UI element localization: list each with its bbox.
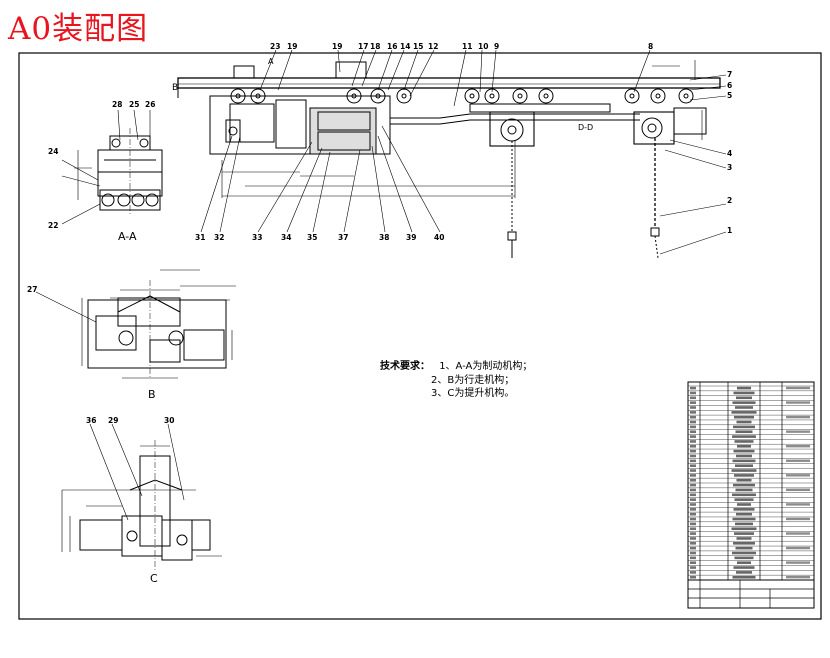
drawing-title: A0装配图 (8, 11, 149, 47)
balloon-32: 32 (214, 233, 224, 242)
tech-req-heading: 技术要求： (380, 361, 430, 372)
section-aa-view (61, 109, 163, 225)
main-rail-view (177, 60, 721, 259)
balloon-16: 16 (387, 42, 397, 51)
leader-lines-bottom (200, 125, 441, 233)
label-cut-a: A (268, 57, 274, 66)
balloon-8: 8 (648, 42, 653, 51)
balloon-37: 37 (338, 233, 348, 242)
balloon-18: 18 (370, 42, 380, 51)
balloon-2: 2 (727, 196, 732, 205)
tech-req-line-2: 2、B为行走机构； (431, 375, 515, 386)
label-view-b: B (148, 388, 156, 401)
tech-req-line-3: 3、C为提升机构。 (431, 388, 515, 399)
label-cut-b: B (172, 83, 178, 93)
balloon-36: 36 (86, 416, 96, 425)
balloon-5: 5 (727, 91, 732, 100)
parts-list-rows (688, 385, 814, 576)
balloon-4: 4 (727, 149, 732, 158)
view-c (61, 423, 222, 572)
balloon-34: 34 (281, 233, 291, 242)
balloon-1: 1 (727, 226, 732, 235)
balloon-25: 25 (129, 100, 139, 109)
balloon-28: 28 (112, 100, 122, 109)
balloon-14: 14 (400, 42, 410, 51)
balloon-23: 23 (270, 42, 280, 51)
balloon-19b: 19 (332, 42, 342, 51)
balloon-29: 29 (108, 416, 118, 425)
balloon-19a: 19 (287, 42, 297, 51)
balloon-22: 22 (48, 221, 58, 230)
view-b (35, 269, 236, 379)
balloon-40: 40 (434, 233, 444, 242)
leader-lines-top (259, 49, 727, 255)
parts-list-entries (690, 386, 810, 579)
balloon-10: 10 (478, 42, 488, 51)
label-section-dd: D-D (578, 123, 593, 132)
balloon-24: 24 (48, 147, 58, 156)
balloon-26: 26 (145, 100, 155, 109)
balloon-6: 6 (727, 81, 732, 90)
balloon-31: 31 (195, 233, 205, 242)
tech-req-line-1: 1、A-A为制动机构； (439, 361, 533, 372)
balloon-11: 11 (462, 42, 472, 51)
balloon-30: 30 (164, 416, 174, 425)
rail-wheels (230, 88, 694, 104)
sheet-border (18, 52, 822, 620)
balloon-12: 12 (428, 42, 438, 51)
balloon-17: 17 (358, 42, 368, 51)
balloon-35: 35 (307, 233, 317, 242)
balloon-38: 38 (379, 233, 389, 242)
balloon-39: 39 (406, 233, 416, 242)
balloon-27: 27 (27, 285, 37, 294)
balloon-9: 9 (494, 42, 499, 51)
label-view-c: C (150, 572, 158, 585)
balloon-7: 7 (727, 70, 732, 79)
balloon-3: 3 (727, 163, 732, 172)
balloon-33: 33 (252, 233, 262, 242)
label-section-aa: A-A (118, 230, 137, 243)
balloon-15: 15 (413, 42, 423, 51)
